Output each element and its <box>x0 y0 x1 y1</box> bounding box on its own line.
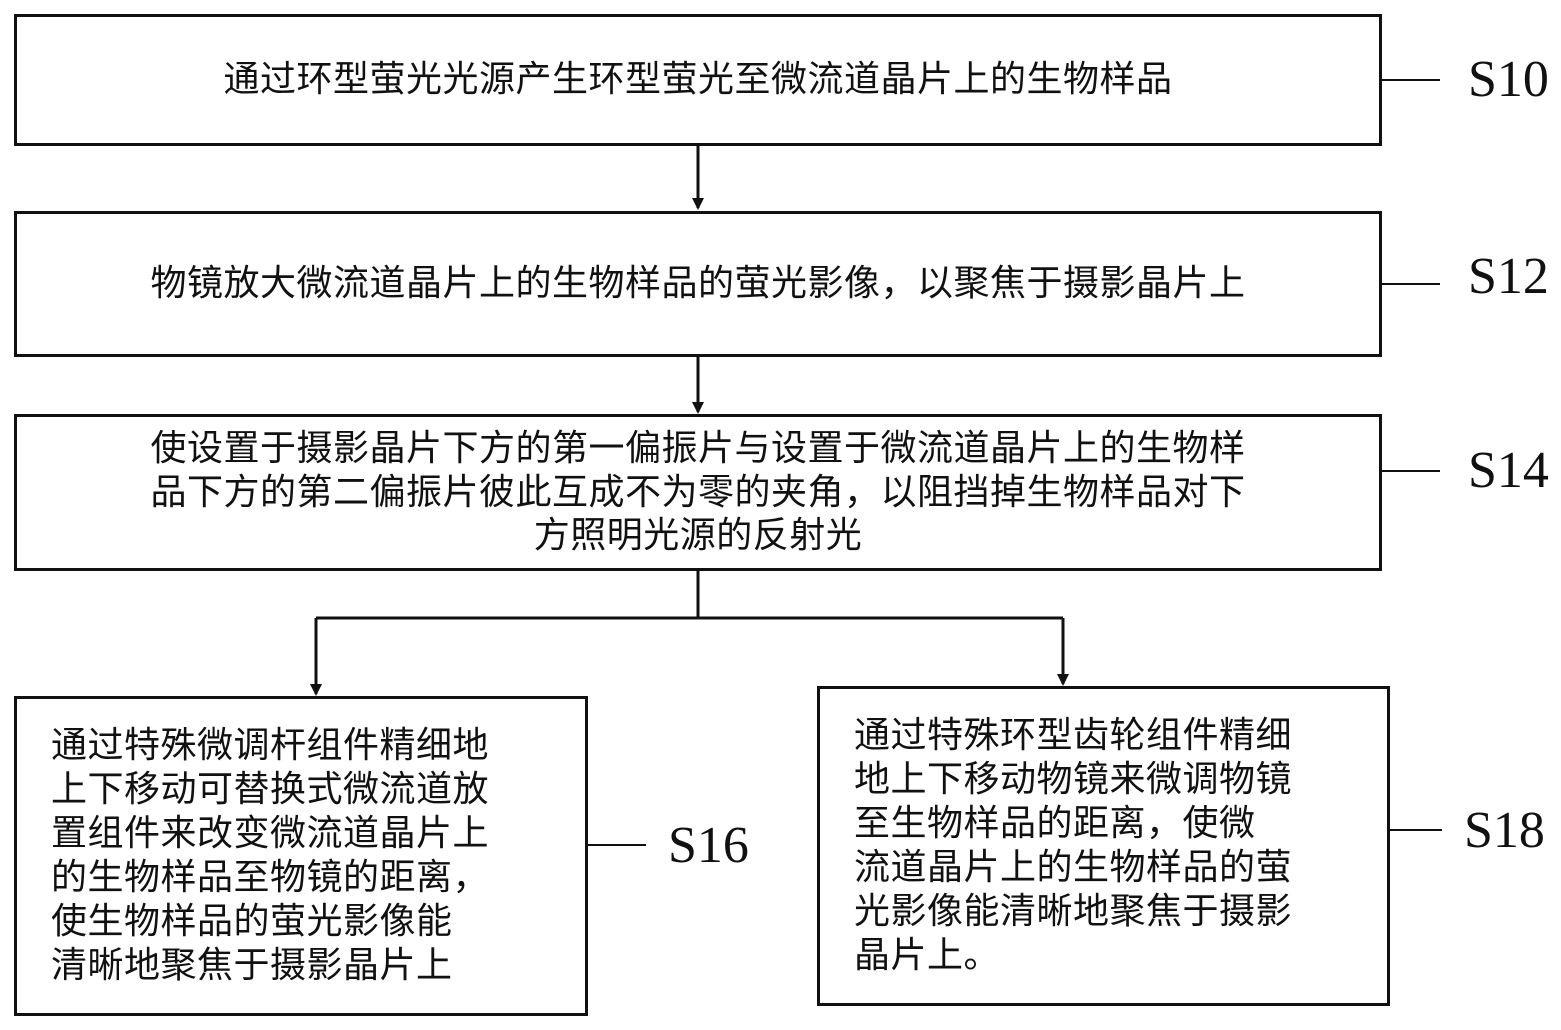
step-box-s14: 使设置于摄影晶片下方的第一偏振片与设置于微流道晶片上的生物样 品下方的第二偏振片… <box>14 414 1382 571</box>
step-text-s18: 通过特殊环型齿轮组件精细 地上下移动物镜来微调物镜 至生物样品的距离，使微 流道… <box>854 715 1293 976</box>
step-box-s18: 通过特殊环型齿轮组件精细 地上下移动物镜来微调物镜 至生物样品的距离，使微 流道… <box>817 686 1390 1006</box>
label-leader-s16 <box>588 844 646 846</box>
label-leader-s12 <box>1382 283 1440 285</box>
step-text-s14: 使设置于摄影晶片下方的第一偏振片与设置于微流道晶片上的生物样 品下方的第二偏振片… <box>150 427 1246 557</box>
step-label-s14: S14 <box>1468 442 1549 499</box>
step-text-s12: 物镜放大微流道晶片上的生物样品的萤光影像，以聚焦于摄影晶片上 <box>150 263 1246 305</box>
step-box-s10: 通过环型萤光光源产生环型萤光至微流道晶片上的生物样品 <box>14 14 1382 146</box>
step-label-s10: S10 <box>1468 51 1549 108</box>
step-box-s12: 物镜放大微流道晶片上的生物样品的萤光影像，以聚焦于摄影晶片上 <box>14 211 1382 357</box>
step-text-s16: 通过特殊微调杆组件精细地 上下移动可替换式微流道放 置组件来改变微流道晶片上 的… <box>51 725 490 986</box>
label-leader-s10 <box>1382 79 1440 81</box>
step-text-s10: 通过环型萤光光源产生环型萤光至微流道晶片上的生物样品 <box>223 59 1173 101</box>
step-label-s18: S18 <box>1464 802 1545 859</box>
step-box-s16: 通过特殊微调杆组件精细地 上下移动可替换式微流道放 置组件来改变微流道晶片上 的… <box>14 696 588 1016</box>
label-leader-s14 <box>1382 470 1440 472</box>
step-label-s16: S16 <box>668 817 749 874</box>
step-label-s12: S12 <box>1468 248 1549 305</box>
label-leader-s18 <box>1390 829 1442 831</box>
